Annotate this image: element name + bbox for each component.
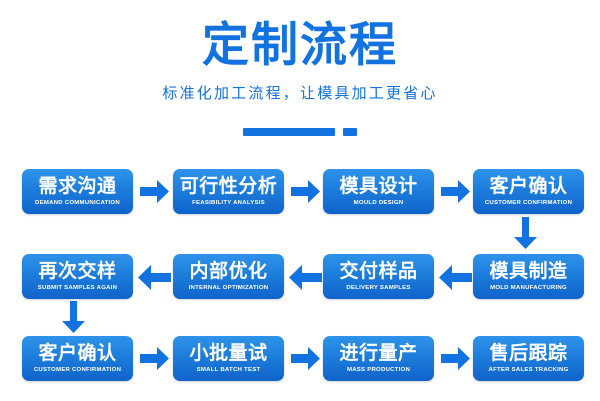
flow-step-mass-production[interactable]: 进行量产 MASS PRODUCTION [323,336,434,381]
arrow-right-icon [140,347,169,370]
flow-step-label-en: CUSTOMER CONFIRMATION [33,367,122,373]
arrow-left-icon [439,265,472,290]
flow-step-feasibility-analysis[interactable]: 可行性分析 FEASIBILITY ANALYSIS [173,169,284,214]
flow-step-label-cn: 进行量产 [339,343,418,364]
flow-step-internal-optimization[interactable]: 内部优化 INTERNAL OPTIMIZATION [173,254,284,299]
flow-step-label-en: MOLD MANUFACTURING [490,285,567,291]
title-divider [0,128,600,138]
flow-step-small-batch-test[interactable]: 小批量试 SMALL BATCH TEST [173,336,284,381]
flow-step-after-sales-tracking[interactable]: 售后跟踪 AFTER SALES TRACKING [473,336,584,381]
arrow-right-icon [441,347,470,370]
flow-step-label-en: CUSTOMER CONFIRMATION [484,200,573,206]
flow-step-label-en: SUBMIT SAMPLES AGAIN [37,285,118,291]
arrow-down-icon [514,217,537,249]
flow-step-label-cn: 交付样品 [339,261,418,282]
flow-step-label-cn: 可行性分析 [179,176,278,197]
flow-step-customer-confirmation-2[interactable]: 客户确认 CUSTOMER CONFIRMATION [22,336,133,381]
arrow-right-icon [140,180,169,203]
flow-step-label-en: INTERNAL OPTIMIZATION [188,285,269,291]
divider-square [343,128,357,136]
arrow-right-icon [291,180,320,203]
flow-step-delivery-samples[interactable]: 交付样品 DELIVERY SAMPLES [323,254,434,299]
divider-bar [243,128,335,136]
arrow-right-icon [291,347,320,370]
flow-step-demand-communication[interactable]: 需求沟通 DEMAND COMMUNICATION [22,169,133,214]
flow-step-label-en: DELIVERY SAMPLES [346,285,411,291]
flow-step-label-cn: 模具设计 [339,176,418,197]
flow-step-mould-design[interactable]: 模具设计 MOULD DESIGN [323,169,434,214]
flow-step-mold-manufacturing[interactable]: 模具制造 MOLD MANUFACTURING [473,254,584,299]
flow-step-label-en: DEMAND COMMUNICATION [35,200,120,206]
flow-step-label-en: FEASIBILITY ANALYSIS [192,200,265,206]
arrow-left-icon [138,265,171,290]
flow-step-label-cn: 内部优化 [189,261,268,282]
flow-step-customer-confirmation-1[interactable]: 客户确认 CUSTOMER CONFIRMATION [473,169,584,214]
flow-step-submit-samples-again[interactable]: 再次交样 SUBMIT SAMPLES AGAIN [22,254,133,299]
arrow-right-icon [441,180,470,203]
flow-step-label-cn: 需求沟通 [38,176,117,197]
flow-step-label-cn: 小批量试 [189,343,268,364]
flow-step-label-cn: 模具制造 [489,261,568,282]
arrow-down-icon [62,301,85,333]
flow-step-label-cn: 客户确认 [489,176,568,197]
flow-step-label-en: AFTER SALES TRACKING [488,367,569,373]
flow-step-label-en: SMALL BATCH TEST [196,367,261,373]
page-title: 定制流程 [202,18,398,71]
header: 定制流程 标准化加工流程，让模具加工更省心 [0,0,600,148]
flow-step-label-en: MASS PRODUCTION [346,367,411,373]
flow-step-label-cn: 再次交样 [38,261,117,282]
page-subtitle: 标准化加工流程，让模具加工更省心 [162,85,438,102]
flow-step-label-cn: 客户确认 [38,343,117,364]
flow-step-label-en: MOULD DESIGN [353,200,404,206]
flow-step-label-cn: 售后跟踪 [489,343,568,364]
arrow-left-icon [289,265,322,290]
